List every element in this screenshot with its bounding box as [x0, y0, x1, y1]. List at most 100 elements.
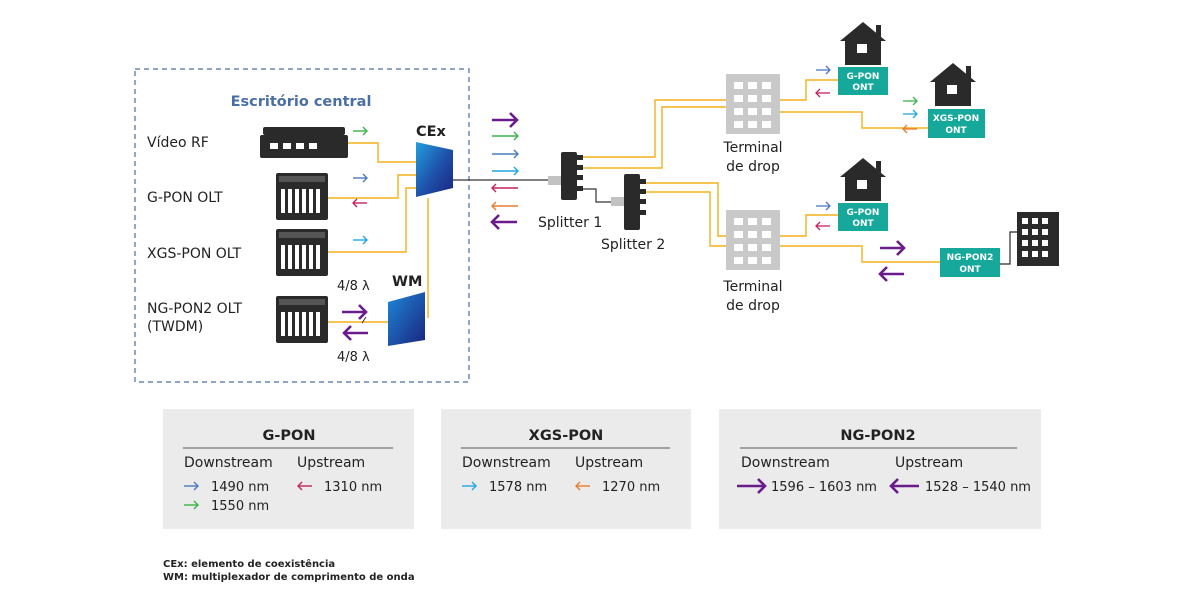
legend-xgspon-downstream: Downstream	[462, 455, 551, 471]
footnote-cex: CEx: elemento de coexistência	[163, 558, 335, 570]
splitter-2-label: Splitter 2	[601, 237, 665, 253]
wm-label: WM	[392, 274, 422, 290]
legend-gpon-up-1: 1310 nm	[324, 480, 382, 495]
legend-gpon-down-2: 1550 nm	[211, 499, 269, 514]
arrow-left-purple	[490, 214, 517, 230]
gpon-ont-top: G-PON ONT	[838, 67, 888, 95]
xgspon-ont-box	[928, 109, 985, 138]
legend-gpon-panel	[163, 409, 414, 529]
splitter-1-icon	[548, 152, 583, 200]
legend-xgspon-up-1: 1270 nm	[602, 480, 660, 495]
legend-ngpon2-down-1: 1596 – 1603 nm	[771, 480, 877, 495]
drop-arrows	[815, 65, 918, 282]
legend-xgspon-panel	[441, 409, 691, 529]
arrow-left-orange	[491, 201, 518, 211]
house-icon	[930, 63, 976, 106]
ngpon2-olt-label-line2: (TWDM)	[147, 319, 203, 335]
ngpon2-ont-label-line2: ONT	[959, 265, 981, 275]
lambda-label-top: 4/8 λ	[337, 279, 370, 294]
arrow-right-purple	[737, 478, 767, 494]
legend-xgspon-down-1: 1578 nm	[489, 480, 547, 495]
ngpon2-olt-icon	[276, 296, 328, 343]
drop-terminal-bottom-label-line2: de drop	[726, 298, 780, 314]
arrow-left-crimson	[297, 481, 312, 491]
xgspon-ont-label-line2: ONT	[945, 126, 967, 136]
legend-gpon-downstream: Downstream	[184, 455, 273, 471]
feeder-arrows	[490, 112, 519, 230]
house-icon	[840, 158, 886, 201]
footnote-wm: WM: multiplexador de comprimento de onda	[163, 572, 415, 583]
central-office: Escritório central Vídeo RF G-PON OLT XG…	[134, 68, 470, 383]
office-fibers	[328, 142, 429, 323]
legend-xgspon: XGS-PON Downstream Upstream 1578 nm 1270…	[441, 409, 691, 529]
legend-ngpon2-downstream: Downstream	[741, 455, 830, 471]
legend-ngpon2-upstream: Upstream	[895, 455, 963, 471]
distribution-fibers	[582, 79, 940, 263]
arrow-right-blue	[492, 149, 519, 159]
legend-gpon-down-1: 1490 nm	[211, 480, 269, 495]
xgspon-olt-label: XGS-PON OLT	[147, 246, 242, 262]
gpon-ont-top-box	[838, 67, 888, 95]
cex-coexistence-element-icon	[416, 142, 453, 197]
arrow-left-orange	[575, 481, 590, 491]
ngpon2-olt-label-line1: NG-PON2 OLT	[147, 301, 243, 317]
legend-ngpon2: NG-PON2 Downstream Upstream 1596 – 1603 …	[719, 409, 1041, 529]
ngpon2-ont-label-line1: NG-PON2	[947, 253, 994, 263]
legend-gpon-upstream: Upstream	[297, 455, 365, 471]
gpon-ont-bottom-label-line1: G-PON	[847, 208, 880, 218]
legend-gpon-title: G-PON	[262, 428, 315, 444]
xgspon-ont-label-line1: XGS-PON	[933, 114, 979, 124]
arrow-right-green	[353, 126, 368, 136]
drop-terminal-top: Terminal de drop	[722, 74, 783, 175]
gpon-ont-bottom-box	[838, 203, 888, 231]
central-office-title: Escritório central	[231, 94, 372, 110]
gpon-ont-top-label-line2: ONT	[852, 83, 874, 93]
legend-xgspon-title: XGS-PON	[529, 428, 604, 444]
wm-multiplexer-icon	[388, 292, 425, 346]
drop-terminal-top-label-line2: de drop	[726, 159, 780, 175]
arrow-right-cyan	[492, 166, 519, 176]
central-office-border	[134, 68, 470, 383]
drop-terminal-bottom: Terminal de drop	[722, 210, 783, 314]
splitter-1-label: Splitter 1	[538, 215, 602, 231]
drop-terminal-bottom-label-line1: Terminal	[722, 279, 782, 295]
arrow-left-crimson	[491, 183, 518, 193]
feeder-network: Splitter 1 Splitter 2	[453, 79, 940, 263]
arrow-left-purple	[889, 478, 919, 494]
video-rf-label: Vídeo RF	[147, 135, 209, 151]
arrow-right-blue	[184, 481, 199, 491]
video-rf-transmitter-icon	[260, 127, 348, 158]
office-building-icon	[1000, 212, 1059, 266]
legend-ngpon2-panel	[719, 409, 1041, 529]
ngpon2-ont: NG-PON2 ONT	[940, 248, 1000, 277]
splitter-link-fiber	[582, 188, 612, 203]
arrow-right-cyan	[353, 235, 368, 245]
legend-ngpon2-up-1: 1528 – 1540 nm	[925, 480, 1031, 495]
legend-gpon: G-PON Downstream Upstream 1490 nm 1550 n…	[163, 409, 414, 529]
arrow-right-purple	[342, 304, 368, 320]
cex-label: CEx	[416, 124, 447, 140]
arrow-left-crimson	[352, 198, 367, 208]
xgspon-ont: XGS-PON ONT	[928, 109, 985, 138]
arrow-left-purple	[342, 325, 368, 341]
arrow-right-blue	[353, 173, 368, 183]
gpon-ont-bottom: G-PON ONT	[838, 203, 888, 231]
drop-terminal-top-label-line1: Terminal	[722, 140, 782, 156]
gpon-olt-label: G-PON OLT	[147, 190, 223, 206]
house-icon	[840, 22, 886, 65]
arrow-right-green	[492, 131, 519, 141]
ngpon2-ont-box	[940, 248, 1000, 277]
gpon-olt-icon	[276, 173, 328, 220]
arrow-right-purple	[492, 112, 519, 128]
arrow-right-green	[184, 500, 199, 510]
gpon-ont-top-label-line1: G-PON	[847, 72, 880, 82]
lambda-label-bottom: 4/8 λ	[337, 350, 370, 365]
gpon-ont-bottom-label-line2: ONT	[852, 219, 874, 229]
legend-ngpon2-title: NG-PON2	[840, 428, 915, 444]
legend-xgspon-upstream: Upstream	[575, 455, 643, 471]
xgspon-olt-icon	[276, 229, 328, 276]
arrow-right-cyan	[462, 481, 477, 491]
splitter-2-icon	[611, 174, 646, 230]
office-arrows	[342, 126, 368, 341]
